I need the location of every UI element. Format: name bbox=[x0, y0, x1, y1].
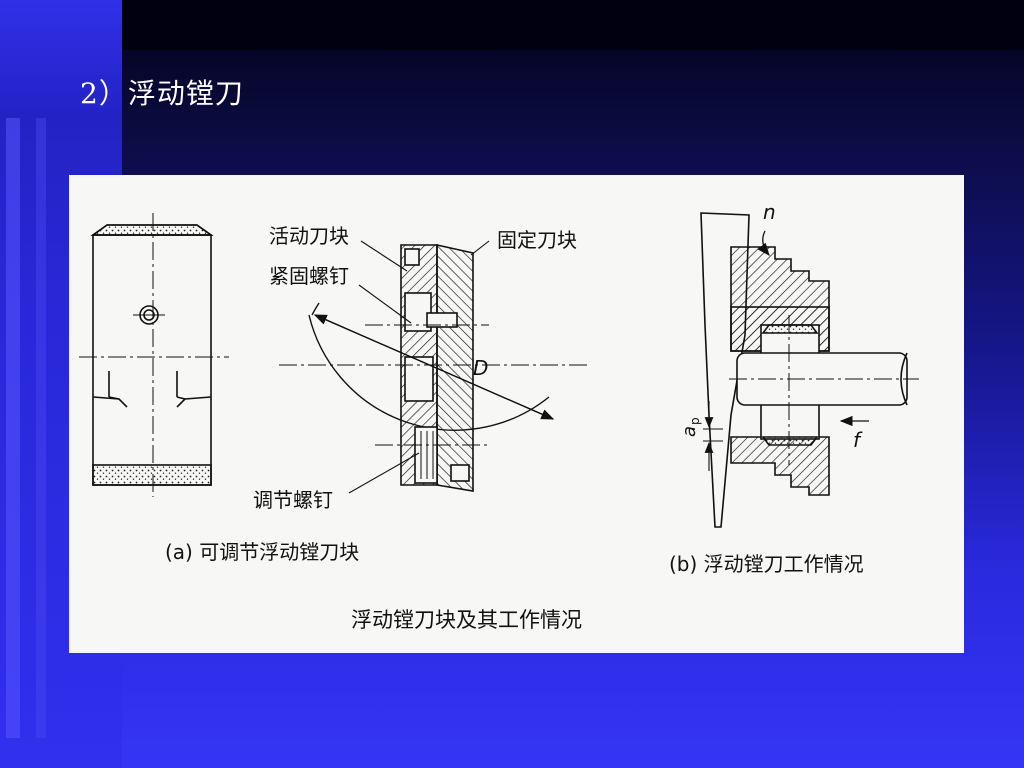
figure-caption: 浮动镗刀块及其工作情况 bbox=[351, 608, 582, 632]
callout-fixed-block: 固定刀块 bbox=[497, 228, 577, 252]
symbol-f: f bbox=[853, 428, 863, 452]
slide-title: 2）浮动镗刀 bbox=[80, 77, 244, 110]
callout-adjusting-screw: 调节螺钉 bbox=[253, 488, 333, 512]
callout-clamp-screw: 紧固螺钉 bbox=[269, 264, 349, 288]
symbol-ap: a p bbox=[679, 417, 702, 437]
blade-section-view bbox=[279, 240, 589, 494]
boring-tool-diagram: 活动刀块 紧固螺钉 调节螺钉 固定刀块 D (a) 可调节浮动镗刀块 n f a… bbox=[79, 200, 919, 632]
symbol-p: p bbox=[688, 417, 702, 425]
symbol-n: n bbox=[763, 200, 776, 224]
part-b-label: (b) 浮动镗刀工作情况 bbox=[669, 552, 864, 576]
decorative-squares bbox=[6, 118, 28, 738]
callout-movable-block: 活动刀块 bbox=[269, 224, 349, 248]
left-strip-top bbox=[0, 0, 122, 112]
part-a-label: (a) 可调节浮动镗刀块 bbox=[165, 540, 359, 564]
dimension-d-label: D bbox=[473, 356, 488, 380]
decorative-squares-inner bbox=[36, 118, 52, 738]
top-dark-bar bbox=[122, 0, 1024, 50]
symbol-a: a bbox=[679, 426, 700, 437]
boring-working-view bbox=[700, 212, 919, 528]
blade-front-view bbox=[79, 213, 229, 497]
figure-panel: 活动刀块 紧固螺钉 调节螺钉 固定刀块 D (a) 可调节浮动镗刀块 n f a… bbox=[69, 175, 964, 653]
